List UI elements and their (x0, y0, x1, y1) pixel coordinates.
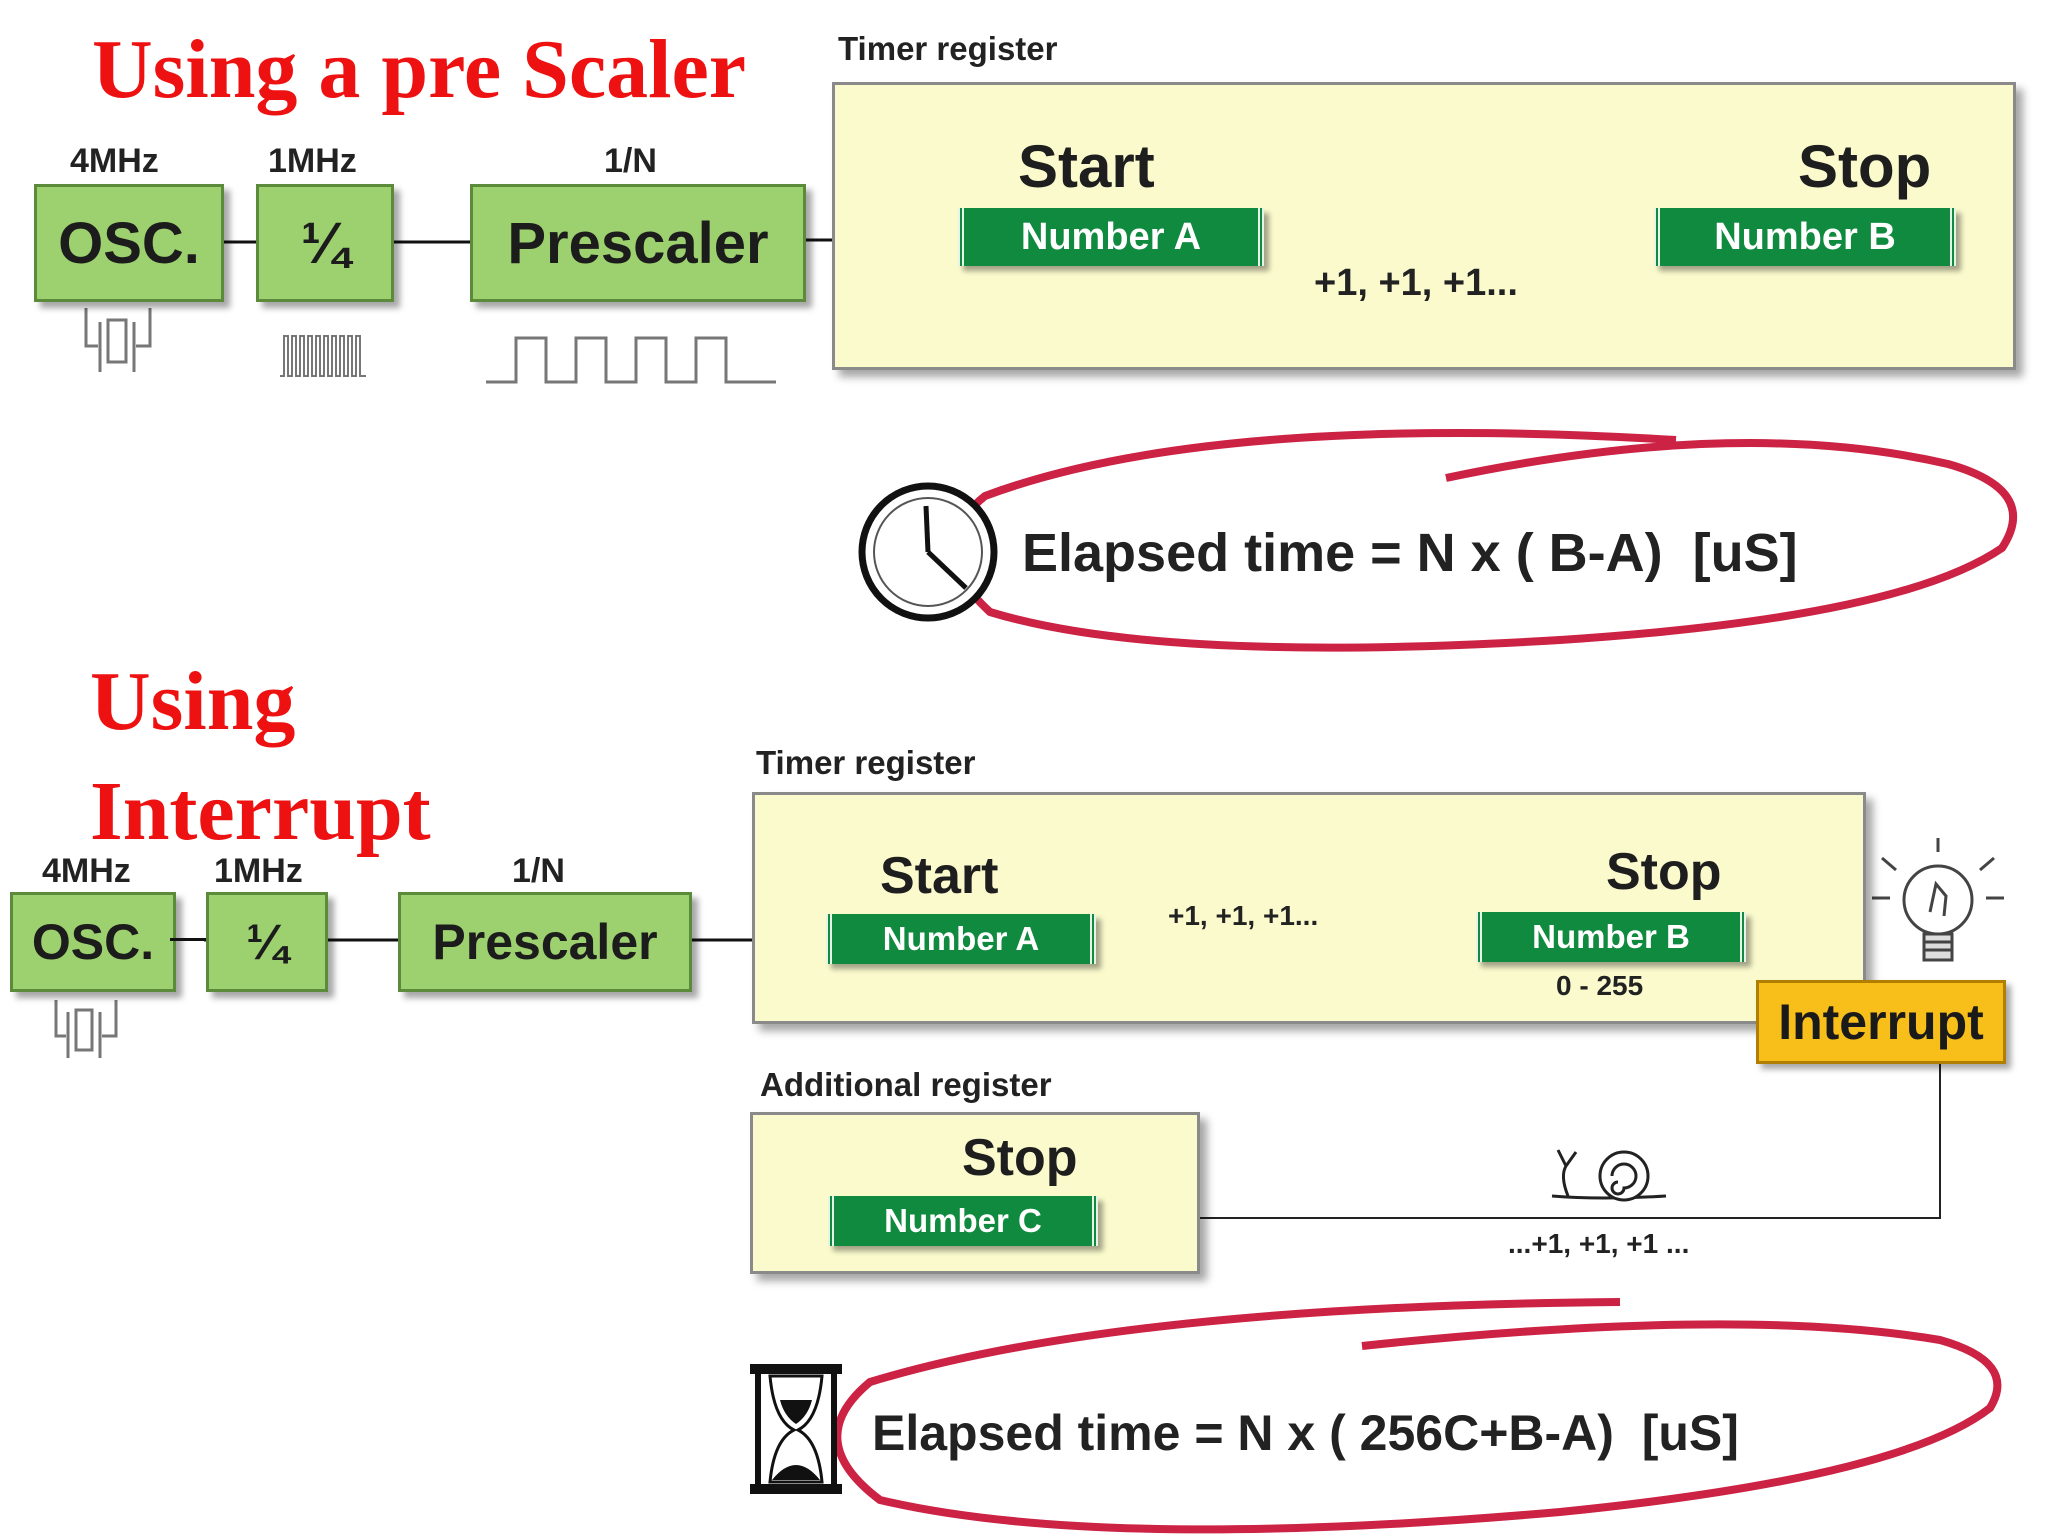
hourglass-icon (750, 1364, 842, 1494)
section-title-interrupt-line1: Using (90, 655, 296, 748)
number-b-label: Number B (1714, 215, 1896, 258)
slow-increment-label: ...+1, +1, +1 ... (1508, 1228, 1690, 1259)
oscillator-block: OSC. (34, 184, 224, 302)
start-label: Start (1018, 133, 1155, 200)
osc-frequency-label: 4MHz (42, 852, 131, 890)
slow-clock-wave-icon (486, 336, 776, 384)
divider-block: ¼ (206, 892, 328, 992)
oscillator-label: OSC. (31, 914, 155, 970)
number-c-register: Number C (828, 1196, 1098, 1246)
additional-stop-label: Stop (962, 1129, 1078, 1187)
interrupt-block: Interrupt (1756, 980, 2006, 1064)
oscillator-label: OSC. (58, 210, 200, 276)
crystal-icon (84, 308, 152, 372)
lightbulb-icon (1872, 838, 2004, 962)
osc-frequency-label: 4MHz (70, 142, 159, 180)
elapsed-time-formula: Elapsed time = N x ( 256C+B-A) [uS] (872, 1405, 1739, 1461)
stop-label: Stop (1798, 133, 1932, 200)
snail-icon (1551, 1149, 1667, 1202)
bottom-formula-ellipse (833, 1298, 2002, 1534)
stop-label: Stop (1606, 843, 1722, 901)
interrupt-to-counter-line (1092, 1062, 1941, 1223)
oscillator-block: OSC. (10, 892, 176, 992)
timer-register-panel (752, 792, 1866, 1024)
crystal-icon (54, 1000, 118, 1058)
section-title-interrupt-line2: Interrupt (90, 765, 431, 858)
fast-clock-wave-icon (280, 335, 366, 377)
number-b-register: Number B (1654, 208, 1956, 266)
number-a-register: Number A (958, 208, 1264, 266)
prescaler-label: Prescaler (432, 914, 658, 970)
additional-register-title: Additional register (760, 1066, 1052, 1103)
divider-block: ¼ (256, 184, 394, 302)
section-title-prescaler: Using a pre Scaler (92, 23, 747, 116)
timer-register-title: Timer register (838, 30, 1058, 67)
number-c-label: Number C (884, 1202, 1042, 1239)
prescaler-label: Prescaler (507, 210, 769, 276)
elapsed-time-formula: Elapsed time = N x ( B-A) [uS] (1022, 523, 1798, 583)
osc-divider-connector (170, 938, 206, 941)
increment-label: +1, +1, +1... (1314, 262, 1518, 304)
prescaler-ratio-label: 1/N (604, 142, 657, 180)
start-label: Start (880, 847, 999, 905)
top-formula-ellipse (949, 429, 2017, 652)
divider-frequency-label: 1MHz (214, 852, 303, 890)
prescaler-block: Prescaler (398, 892, 692, 992)
number-b-label: Number B (1532, 918, 1690, 955)
interrupt-label: Interrupt (1778, 994, 1984, 1050)
prescaler-block: Prescaler (470, 184, 806, 302)
divider-frequency-label: 1MHz (268, 142, 357, 180)
prescaler-ratio-label: 1/N (512, 852, 565, 890)
number-b-register: Number B (1476, 912, 1746, 962)
divider-label: ¼ (300, 210, 350, 276)
additional-register-panel (750, 1112, 1200, 1274)
clock-icon (858, 482, 998, 622)
number-a-label: Number A (1020, 215, 1202, 258)
number-a-label: Number A (882, 920, 1040, 957)
timer-register-title: Timer register (756, 744, 976, 781)
increment-label: +1, +1, +1... (1168, 900, 1319, 931)
divider-label: ¼ (246, 914, 288, 970)
number-a-register: Number A (826, 914, 1096, 964)
overflow-range-label: 0 - 255 (1556, 970, 1644, 1001)
